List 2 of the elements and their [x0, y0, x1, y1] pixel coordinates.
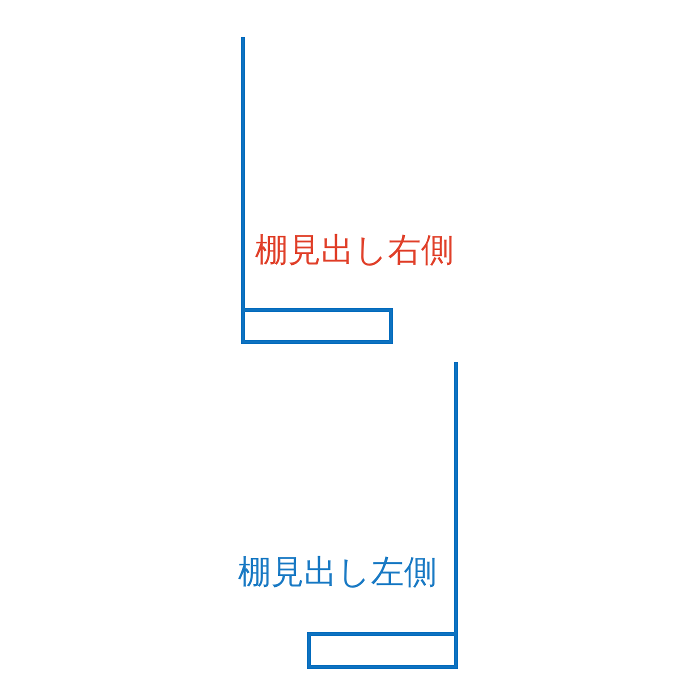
part-label: 棚見出し右側 [255, 230, 454, 270]
part-label: 棚見出し左側 [238, 552, 437, 592]
